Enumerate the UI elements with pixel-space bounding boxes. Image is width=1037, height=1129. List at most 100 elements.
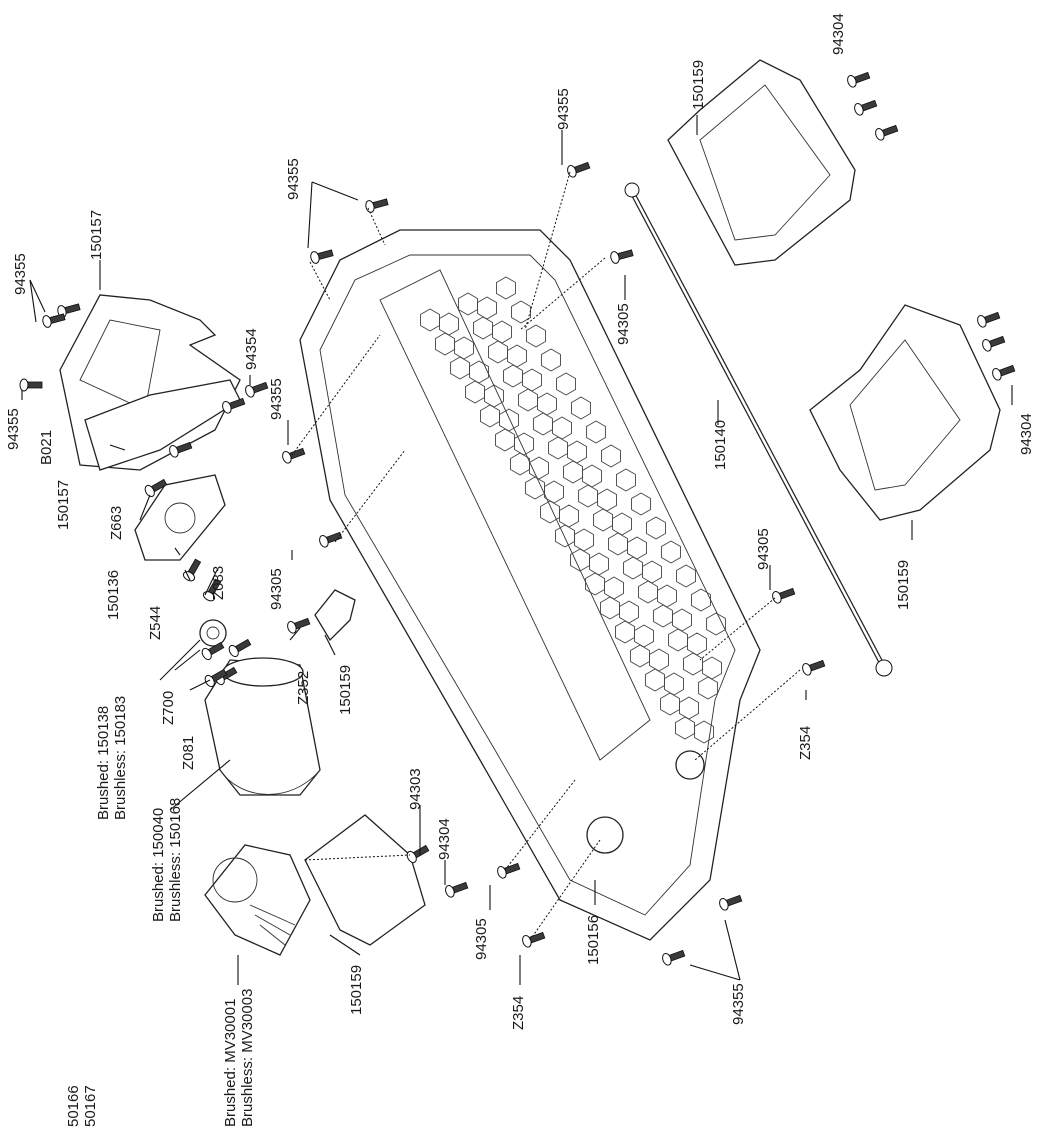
label-94305-mid-right: 94305 <box>755 528 772 570</box>
honeycomb-cell <box>694 720 714 744</box>
label-150156: 150156 <box>585 914 602 965</box>
honeycomb-cell <box>465 380 485 404</box>
leader-lines <box>21 115 1013 985</box>
label-z544: Z544 <box>147 605 164 640</box>
honeycomb-cell <box>631 492 651 516</box>
honeycomb-cell <box>600 596 620 620</box>
honeycomb-cell <box>450 356 470 380</box>
honeycomb-cell <box>563 460 583 484</box>
label-150159-top-right: 150159 <box>690 59 707 110</box>
honeycomb-cell <box>676 564 696 588</box>
esc-cover <box>304 814 426 946</box>
screw-22 <box>977 311 1001 328</box>
screw-31 <box>228 638 252 658</box>
assembly-lines <box>291 171 801 941</box>
honeycomb-cell <box>533 412 553 436</box>
label-brushless-pinion: Brushless: 150183 <box>112 695 129 820</box>
label-94355-top: 94355 <box>555 88 572 130</box>
honeycomb-cell <box>683 652 703 676</box>
label-brushless-esc: Brushless: MV30003 <box>239 988 256 1127</box>
honeycomb-cell <box>510 452 530 476</box>
label-150159-clip: 150159 <box>337 664 354 715</box>
label-150136: 150136 <box>105 569 122 620</box>
screw-8 <box>222 397 246 414</box>
label-94304-top-right: 94304 <box>830 13 847 55</box>
honeycomb-cell <box>601 444 621 468</box>
label-z354-right: Z354 <box>797 725 814 760</box>
honeycomb-cell <box>638 580 658 604</box>
label-94355-chassis: 94355 <box>268 378 285 420</box>
honeycomb-cell <box>616 468 636 492</box>
honeycomb-cell <box>623 556 643 580</box>
label-150157-bottom: 150157 <box>55 479 72 530</box>
rod-150140 <box>624 182 893 677</box>
honeycomb-cell <box>496 276 516 300</box>
honeycomb-cell <box>458 292 478 316</box>
label-94355-mid-top: 94355 <box>285 158 302 200</box>
label-z663: Z663 <box>108 505 125 540</box>
label-94354: 94354 <box>243 328 260 370</box>
label-150159-bottom: 150159 <box>348 964 365 1015</box>
screw-26 <box>854 99 878 116</box>
honeycomb-cell <box>593 508 613 532</box>
honeycomb-cell <box>608 532 628 556</box>
screw-13 <box>144 478 168 498</box>
honeycomb-cell <box>420 308 440 332</box>
label-brushless-motor: Brushless: 150168 <box>167 797 184 922</box>
honeycomb-cell <box>526 324 546 348</box>
honeycomb-cell <box>435 332 455 356</box>
screw-3 <box>310 249 334 264</box>
screw-9 <box>169 441 193 458</box>
screw-15 <box>202 578 222 602</box>
screw-20 <box>719 894 743 911</box>
label-94305-right: 94305 <box>615 303 632 345</box>
label-b021: B021 <box>38 429 55 465</box>
label-z352: Z352 <box>295 670 312 705</box>
screw-1 <box>610 249 634 264</box>
label-pinion-options: Brushed: 150138 Brushless: 150183 <box>95 696 129 820</box>
honeycomb-cell <box>668 628 688 652</box>
screw-12 <box>287 617 311 634</box>
honeycomb-cell <box>578 484 598 508</box>
honeycomb-cell <box>480 404 500 428</box>
motor-can <box>204 657 321 796</box>
honeycomb-cell <box>615 620 635 644</box>
label-94304-right: 94304 <box>1018 413 1035 455</box>
honeycomb-cell <box>661 540 681 564</box>
screw-19 <box>522 931 546 948</box>
screw-11 <box>319 531 343 548</box>
battery-cover-top <box>667 59 856 266</box>
honeycomb-cell <box>660 692 680 716</box>
label-cut-off: 50166 50167 <box>65 1085 99 1127</box>
honeycomb-cell <box>511 300 531 324</box>
honeycomb-cell <box>571 396 591 420</box>
screw-16 <box>772 587 796 604</box>
screw-7 <box>245 381 269 398</box>
honeycomb-cell <box>645 668 665 692</box>
honeycomb-cell <box>691 588 711 612</box>
label-150140: 150140 <box>712 419 729 470</box>
honeycomb-cell <box>518 388 538 412</box>
screw-6 <box>19 378 43 392</box>
honeycomb-cell <box>548 436 568 460</box>
esc-unit <box>204 844 311 956</box>
battery-cover-right <box>809 304 1001 521</box>
label-brushed-pinion: Brushed: 150138 <box>95 705 112 820</box>
label-150157-top: 150157 <box>88 209 105 260</box>
label-94355-bottom-right: 94355 <box>730 983 747 1025</box>
label-brushed-motor: Brushed: 150040 <box>150 807 167 922</box>
label-94355-top-left: 94355 <box>12 253 29 295</box>
honeycomb-cell <box>540 500 560 524</box>
label-94305-mid: 94305 <box>268 568 285 610</box>
honeycomb-grid <box>420 276 726 744</box>
honeycomb-cell <box>495 428 515 452</box>
screw-18 <box>497 862 521 879</box>
label-94303: 94303 <box>407 768 424 810</box>
honeycomb-cell <box>675 716 695 740</box>
screw-5 <box>42 313 66 328</box>
honeycomb-cell <box>586 420 606 444</box>
label-z081: Z081 <box>180 735 197 770</box>
label-z354-bottom: Z354 <box>510 995 527 1030</box>
screw-27 <box>875 124 899 141</box>
